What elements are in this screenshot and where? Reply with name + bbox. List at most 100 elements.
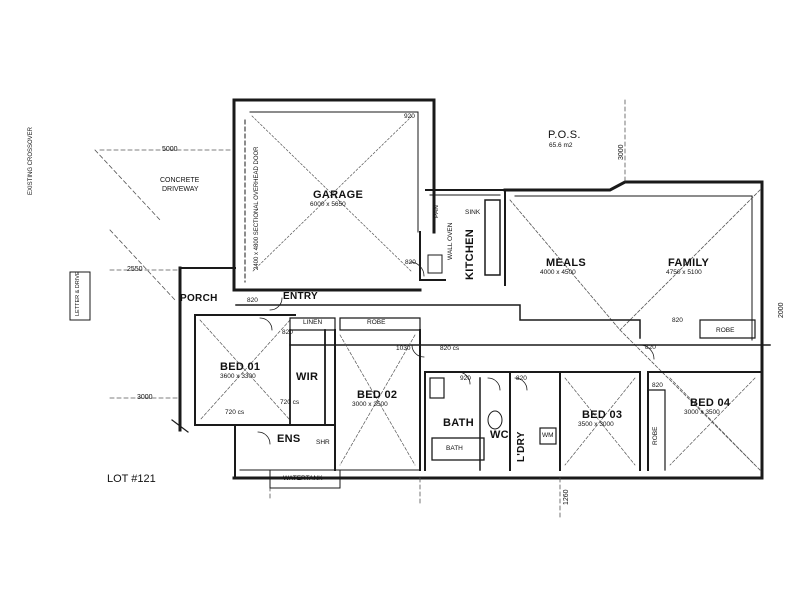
door-820-hall-cs: 820 cs xyxy=(440,345,460,352)
porch-column xyxy=(171,419,189,433)
bed03-label: BED 03 xyxy=(582,409,623,421)
bath-label: BATH xyxy=(443,417,474,429)
boundary-diag-2 xyxy=(109,229,176,301)
dim-5000: 5000 xyxy=(162,146,178,153)
entry-label: ENTRY xyxy=(283,291,319,302)
door-720-wir: 720 cs xyxy=(280,399,300,406)
door-820-entry: 820 xyxy=(247,297,258,304)
watertank-box xyxy=(269,469,341,489)
lot-label: LOT #121 xyxy=(107,473,156,485)
door-swing-4 xyxy=(457,371,471,385)
toilet xyxy=(487,410,503,430)
door-swing-2 xyxy=(259,317,273,331)
kitchen-label: KITCHEN xyxy=(464,229,476,280)
pan-label: PAN xyxy=(433,205,440,218)
porch-label: PORCH xyxy=(180,293,218,304)
pos-label: P.O.S. xyxy=(548,129,581,141)
garage-cross xyxy=(251,115,413,273)
bed04-robe xyxy=(647,389,666,471)
wm-box xyxy=(539,427,557,445)
dim-3000-top: 3000 xyxy=(618,144,625,160)
existing-crossover-label: EXISTING CROSSOVER xyxy=(28,126,34,195)
wall-oven-box xyxy=(427,254,443,274)
door-820-kitchen: 820 xyxy=(405,259,416,266)
ens-label: ENS xyxy=(277,433,301,445)
kitchen-island xyxy=(484,199,501,276)
ldry-label: L'DRY xyxy=(516,431,527,462)
north-wall-meals xyxy=(503,180,762,192)
kitchen-bench xyxy=(419,231,446,281)
bed02-walls xyxy=(334,329,421,471)
watertank-label: WATERTANK xyxy=(283,475,323,482)
bed01-walls xyxy=(194,314,296,426)
door-820-bed04: 820 xyxy=(652,382,663,389)
driveway-line2: DRIVEWAY xyxy=(162,186,199,193)
door-820-ldry: 820 xyxy=(516,375,527,382)
garage-walls xyxy=(232,98,436,234)
family-robe xyxy=(699,319,756,339)
wall-oven-label: WALL OVEN xyxy=(447,222,454,260)
dim-3000-left: 3000 xyxy=(137,394,153,401)
bath-fixture-label: BATH xyxy=(446,445,463,452)
bed02-dim: 3000 x 3500 xyxy=(352,401,388,408)
wir-label: WIR xyxy=(296,371,319,383)
vanity xyxy=(429,377,445,399)
bed03-walls xyxy=(559,371,641,471)
family-dim: 4750 x 5100 xyxy=(666,269,702,276)
shr-label: SHR xyxy=(316,439,330,446)
bed01-diag xyxy=(199,319,291,421)
door-swing-6 xyxy=(514,377,528,391)
dim-2550: 2550 xyxy=(127,266,143,273)
meals-label: MEALS xyxy=(546,257,586,269)
robe-family-label: ROBE xyxy=(716,327,735,334)
bed04-dim: 3000 x 3500 xyxy=(684,409,720,416)
garage-inner xyxy=(249,111,419,233)
dim-2000: 2000 xyxy=(778,302,785,318)
meals-dim: 4000 x 4500 xyxy=(540,269,576,276)
bed03-diag xyxy=(564,377,636,466)
sink-label: SINK xyxy=(465,209,481,216)
hall-top xyxy=(235,304,641,339)
robe-bed04-label: ROBE xyxy=(652,426,659,445)
bed03-dim: 3500 x 3000 xyxy=(578,421,614,428)
garage-door-label: 2400 x 4800 SECTIONAL OVERHEAD DOOR xyxy=(254,146,260,271)
wc-label: WC xyxy=(490,429,509,441)
door-820-hall: 820 xyxy=(645,344,656,351)
door-swing-1 xyxy=(409,261,425,277)
bed01-dim: 3600 x 3300 xyxy=(220,373,256,380)
garage-label: GARAGE xyxy=(313,189,364,201)
meals-diag xyxy=(509,189,761,331)
robe-label: ROBE xyxy=(367,319,386,326)
bed04-diag xyxy=(669,377,756,466)
letter-label: LETTER & DRIVE xyxy=(75,271,81,316)
bed02-diag xyxy=(339,334,416,466)
door-swing-3 xyxy=(411,344,425,358)
door-swing-7 xyxy=(639,344,655,360)
door-720-bed01: 720 cs xyxy=(225,409,245,416)
family-label: FAMILY xyxy=(668,257,710,269)
garage-dim: 6000 x 5650 xyxy=(310,201,346,208)
dim-1260: 1260 xyxy=(563,489,570,505)
bath-tub xyxy=(431,437,485,461)
wir-walls xyxy=(289,329,326,426)
door-swing-5 xyxy=(487,377,501,391)
door-swing-9 xyxy=(269,297,283,311)
bed02-label: BED 02 xyxy=(357,389,398,401)
door-920-bath: 920 xyxy=(460,375,471,382)
door-820-bed01: 820 xyxy=(282,329,293,336)
wm-label: WM xyxy=(542,432,554,439)
bed01-label: BED 01 xyxy=(220,361,261,373)
door-swing-8 xyxy=(257,431,271,445)
door-820-family: 820 xyxy=(672,317,683,324)
pos-area: 65.6 m2 xyxy=(549,142,573,149)
letterbox xyxy=(69,271,91,321)
driveway-line1: CONCRETE xyxy=(160,177,200,184)
family-cross xyxy=(514,195,753,341)
linen-label: LINEN xyxy=(303,319,323,326)
bed04-walls xyxy=(647,371,763,471)
door-920-garage: 920 xyxy=(404,113,415,120)
door-1030: 1030 xyxy=(396,345,411,352)
boundary-diag-1 xyxy=(94,149,161,221)
bed04-label: BED 04 xyxy=(690,397,731,409)
